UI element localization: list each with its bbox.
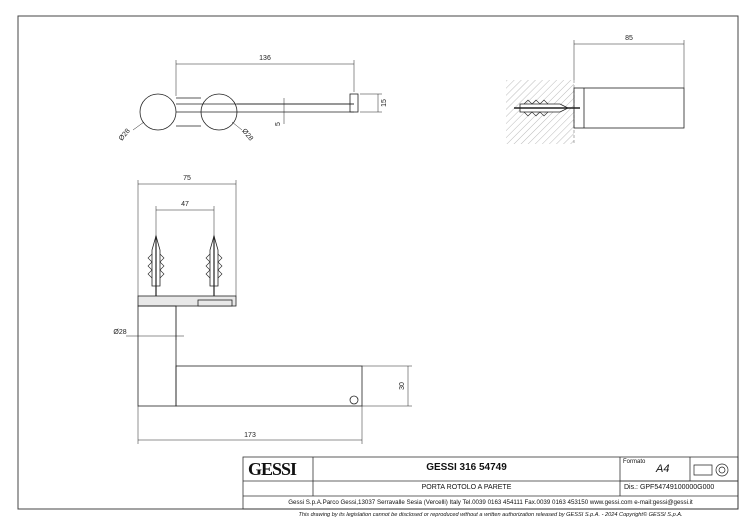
dim-top-length: 136 — [259, 55, 271, 62]
front-view-post — [137, 305, 177, 407]
product-name: PORTA ROTOLO A PARETE — [421, 484, 512, 491]
dim-top-dia-right: Ø28 — [240, 128, 254, 143]
dim-front-holes: 47 — [181, 201, 189, 208]
gessi-logo: GESSI — [248, 459, 297, 479]
dim-side-depth: 85 — [625, 35, 633, 42]
front-view-arm — [175, 365, 363, 407]
top-view — [132, 60, 382, 131]
projection-symbol-icon — [693, 463, 729, 477]
format-value: A4 — [656, 463, 670, 475]
product-code: GESSI 316 54749 — [426, 462, 507, 473]
front-view-plate — [137, 295, 237, 307]
dim-front-height: 30 — [399, 382, 406, 390]
drawing-number: Dis.: GPF54749100000G000 — [624, 484, 715, 491]
format-label: Formato — [623, 459, 646, 465]
sheet-border — [17, 15, 739, 510]
company-line: Gessi S.p.A.Parco Gessi,13037 Serravalle… — [288, 499, 693, 506]
dim-top-gap: 5 — [275, 122, 282, 126]
dim-top-height: 15 — [381, 99, 388, 107]
side-view-body — [573, 87, 685, 129]
title-block-frame — [242, 456, 739, 510]
dim-top-dia-left: Ø28 — [118, 128, 132, 143]
top-view-rosette-left — [139, 93, 177, 131]
dim-front-length: 173 — [244, 432, 256, 439]
dim-front-dia: Ø28 — [113, 329, 126, 336]
front-view-anchor-right-icon — [205, 234, 223, 296]
dim-front-width: 75 — [183, 175, 191, 182]
side-view — [506, 40, 685, 144]
copyright-disclaimer: This drawing by its legislation cannot b… — [298, 512, 683, 518]
front-view — [126, 180, 412, 444]
front-view-anchor-left-icon — [147, 234, 165, 296]
